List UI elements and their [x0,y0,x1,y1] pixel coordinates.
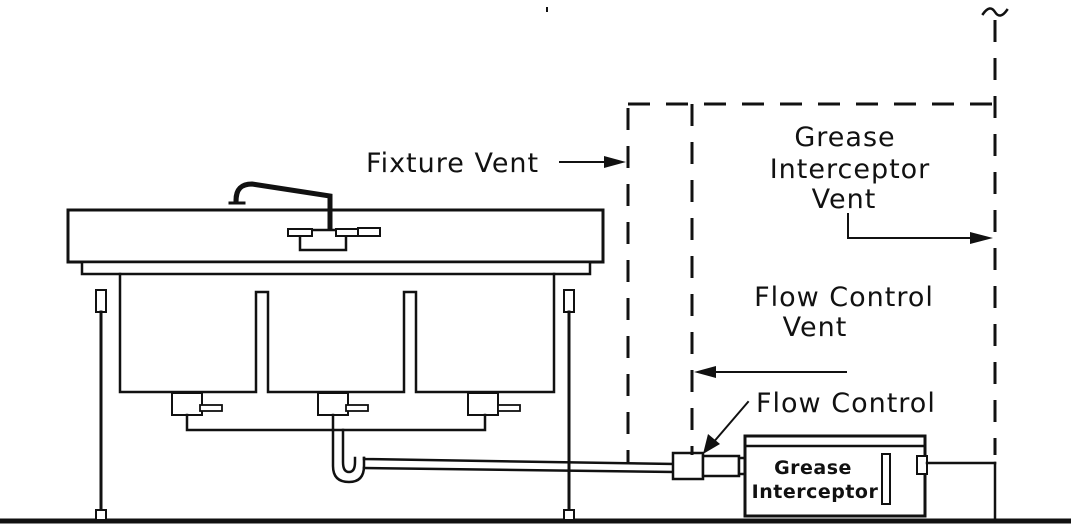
three-compartment-sink [66,181,605,521]
faucet [228,181,381,252]
grease-interceptor-vent-arrow [847,213,993,244]
flow-control-vent-arrow [694,366,847,378]
fixture-vent-arrow [559,156,626,168]
svg-text:Vent: Vent [783,312,848,343]
svg-text:Interceptor: Interceptor [752,481,879,503]
vent-lines [626,20,997,462]
sink-legs [95,289,575,521]
vent-break-symbol [981,7,1009,17]
svg-text:Vent: Vent [812,184,877,215]
svg-text:Grease: Grease [774,457,852,479]
grease-interceptor-vent-label: Grease Interceptor Vent [770,122,931,215]
fixture-vent-label: Fixture Vent [366,148,539,179]
p-trap [331,428,366,484]
flow-control-vent-label: Flow Control Vent [754,282,934,343]
waste-line [362,456,676,466]
sink-rim [80,260,592,276]
svg-text:Grease: Grease [794,122,895,153]
flow-control-label: Flow Control [756,388,936,419]
flow-control-arrow [703,400,750,454]
svg-text:Interceptor: Interceptor [770,154,931,185]
sink-basins [118,272,556,394]
grease-interceptor-label: Grease Interceptor [752,457,879,503]
svg-text:Flow Control: Flow Control [754,282,934,313]
grease-interceptor-tank [743,434,928,518]
flow-control-device [671,451,749,481]
